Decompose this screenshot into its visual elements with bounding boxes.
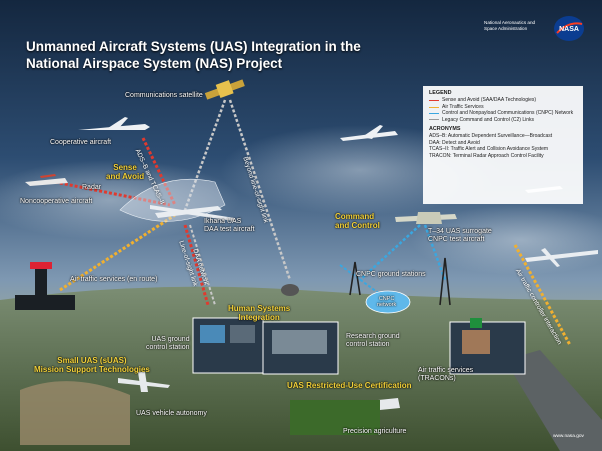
label-communications-satellite: Communications satellite — [125, 92, 203, 99]
highlight-restricted-use: UAS Restricted-Use Certification — [287, 381, 412, 390]
legend-item: Legacy Command and Control (C2) Links — [429, 117, 577, 123]
agency-name: National Aeronautics and Space Administr… — [484, 20, 535, 32]
uas-aircraft-right — [525, 248, 598, 267]
daa-network-link — [183, 224, 210, 306]
nasa-logo-icon: NASA — [554, 16, 584, 41]
highlight-command-control-line-2: and Control — [335, 220, 380, 230]
legend-swatch — [429, 112, 439, 114]
highlight-sense-avoid-line-2: and Avoid — [106, 171, 145, 181]
svg-text:NASA: NASA — [559, 26, 579, 33]
label-research-ground-line-2: control station — [346, 341, 390, 349]
label-uas-ground-line-1: UAS ground — [151, 336, 190, 343]
uas-ground-control-station — [192, 317, 264, 374]
cnpc-link — [359, 224, 421, 281]
legend-item: Control and Nonpayload Communications (C… — [429, 110, 577, 116]
label-tracon-line-1: Air traffic services — [418, 367, 474, 374]
legend-item: Sense and Avoid (SAA/DAA Technologies) — [429, 97, 577, 103]
label-cooperative-aircraft: Cooperative aircraft — [50, 139, 112, 146]
highlight-command-control: Command and Control — [335, 212, 380, 231]
research-ground-control-station — [262, 321, 339, 375]
label-cnpc-network: CNPC network — [377, 296, 396, 309]
tracon-station — [449, 318, 526, 375]
legend-label: Legacy Command and Control (C2) Links — [442, 116, 534, 123]
label-ikhana: Ikhana UAS DAA test aircraft — [204, 218, 255, 234]
airliner — [340, 125, 398, 141]
satellite-to-ikhana-link — [183, 99, 227, 211]
acronym-item: TRACON: Terminal Radar Approach Control … — [429, 152, 544, 159]
highlight-command-control-line-1: Command — [335, 212, 375, 221]
page-title: Unmanned Aircraft Systems (UAS) Integrat… — [26, 38, 396, 72]
legend-label: Sense and Avoid (SAA/DAA Technologies) — [442, 97, 537, 104]
communications-satellite — [204, 79, 245, 100]
t34-uas-surrogate-aircraft — [395, 212, 457, 224]
agency-name-line-1: National Aeronautics and — [484, 20, 536, 25]
wildfire-area — [20, 381, 130, 445]
label-air-traffic-tracon: Air traffic services (TRACONs) — [418, 367, 473, 383]
satellite-dish — [281, 284, 299, 296]
highlight-sense-avoid: Sense and Avoid — [106, 163, 145, 182]
small-uas-aircraft — [118, 372, 170, 392]
label-uas-ground-control: UAS ground control station — [146, 336, 190, 352]
website-url[interactable]: www.nasa.gov — [553, 434, 584, 439]
ikhana-uas-aircraft — [150, 205, 235, 221]
label-t34: T–34 UAS surrogate CNPC test aircraft — [428, 228, 492, 244]
label-ikhana-line-1: Ikhana UAS — [204, 218, 242, 225]
cnpc-network-cloud — [365, 290, 411, 314]
acronym-item: TCAS–II: Traffic Alert and Collision Avo… — [429, 146, 549, 153]
label-air-traffic-enroute: Air traffic services (en route) — [70, 276, 158, 283]
highlight-human-systems-line-1: Human Systems — [228, 304, 291, 313]
highlight-small-uas: Small UAS (sUAS) Mission Support Technol… — [34, 356, 150, 375]
control-tower-en-route — [15, 262, 75, 310]
label-cnpc-network-line-2: network — [377, 302, 397, 309]
label-noncooperative-aircraft: Noncooperative aircraft — [20, 198, 93, 205]
label-t34-line-2: CNPC test aircraft — [428, 236, 485, 244]
cnpc-ground-station-tower — [349, 257, 451, 306]
acronyms-heading: ACRONYMS — [429, 126, 461, 133]
cooperative-aircraft — [78, 117, 150, 130]
acronym-item: ADS–B: Automatic Dependent Surveillance—… — [429, 133, 553, 140]
label-cnpc-ground-stations: CNPC ground stations — [356, 271, 426, 278]
label-tracon-line-2: (TRACONs) — [418, 375, 456, 383]
radar-link — [54, 180, 171, 207]
legend-swatch — [429, 119, 439, 121]
page-title-line-2: National Airspace System (NAS) Project — [26, 56, 283, 71]
highlight-small-uas-line-1: Small UAS (sUAS) — [57, 356, 127, 365]
highlight-sense-avoid-line-1: Sense — [113, 163, 137, 172]
agency-name-line-2: Space Administration — [484, 26, 528, 31]
legend-swatch — [429, 106, 439, 108]
label-cnpc-network-line-1: CNPC — [378, 296, 395, 302]
label-research-ground-control: Research ground control station — [346, 333, 400, 349]
legend-heading: LEGEND — [429, 90, 452, 96]
highlight-human-systems-line-2: Integration — [238, 312, 280, 322]
label-uas-vehicle-autonomy: UAS vehicle autonomy — [136, 410, 207, 417]
highlight-small-uas-line-2: Mission Support Technologies — [34, 364, 150, 374]
beyond-line-of-sight-link — [228, 99, 292, 281]
label-ikhana-line-2: DAA test aircraft — [204, 226, 255, 234]
legend-item: Air Traffic Services — [429, 104, 577, 110]
label-radar: Radar — [82, 184, 102, 191]
legend-box: LEGEND Sense and Avoid (SAA/DAA Technolo… — [423, 86, 583, 204]
page-title-line-1: Unmanned Aircraft Systems (UAS) Integrat… — [26, 39, 361, 54]
agricultural-uas — [378, 398, 400, 410]
label-research-ground-line-1: Research ground — [346, 333, 400, 340]
crop-field — [290, 400, 380, 435]
line-of-sight-link — [189, 224, 216, 306]
noncooperative-aircraft — [25, 174, 68, 186]
highlight-human-systems: Human Systems Integration — [228, 304, 291, 323]
en-route-ats-link — [59, 213, 176, 292]
acronym-item: DAA: Detect and Avoid — [429, 139, 480, 146]
tracon-ats-link — [513, 244, 572, 346]
legend-label: Air Traffic Services — [442, 103, 484, 110]
legend-label: Control and Nonpayload Communications (C… — [442, 110, 574, 117]
label-uas-ground-line-2: control station — [146, 344, 190, 352]
label-precision-agriculture: Precision agriculture — [343, 428, 407, 435]
runway — [505, 350, 602, 451]
label-t34-line-1: T–34 UAS surrogate — [428, 228, 492, 235]
legend-swatch — [429, 100, 439, 102]
ads-b-tcas-link — [141, 137, 177, 206]
